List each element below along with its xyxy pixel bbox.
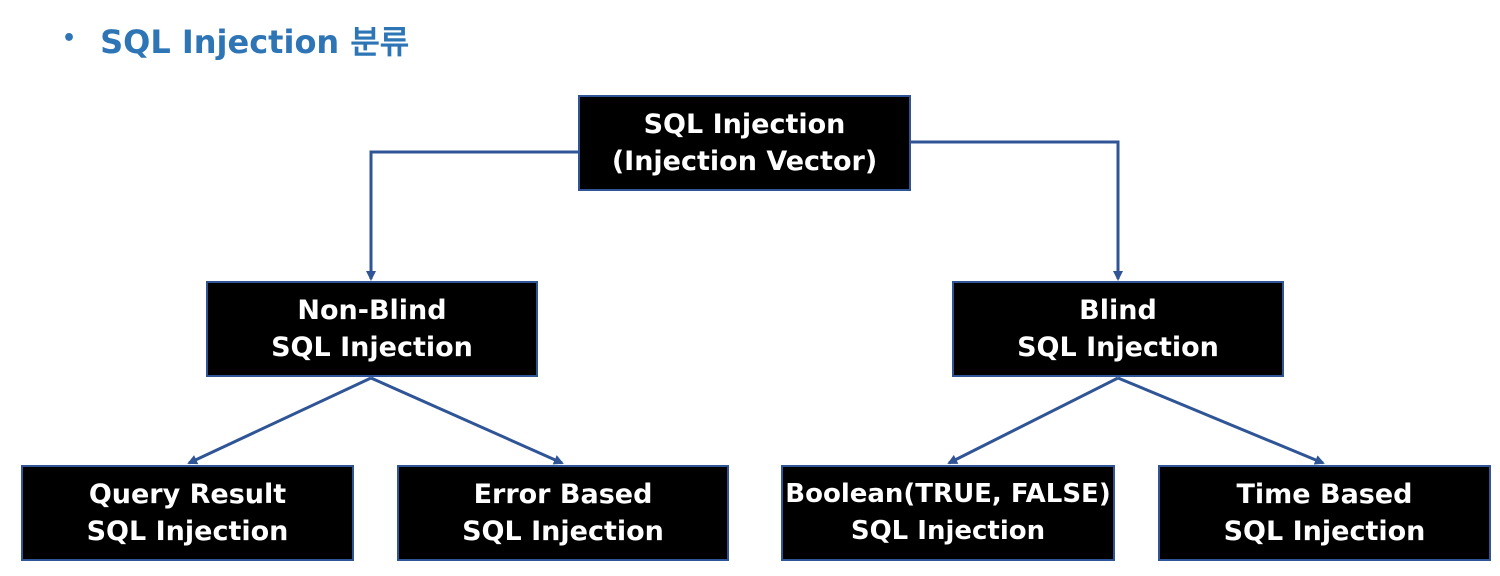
node-time-based: Time Based SQL Injection (1158, 465, 1491, 561)
node-sql-injection-root: SQL Injection (Injection Vector) (578, 95, 911, 191)
edge-blind-to-boolean (947, 376, 1119, 465)
node-label-line1: Non-Blind (297, 295, 447, 326)
node-label-line1: Time Based (1236, 479, 1413, 510)
node-label-line2: SQL Injection (1223, 516, 1426, 547)
node-non-blind: Non-Blind SQL Injection (206, 281, 538, 377)
node-label-line2: SQL Injection (462, 516, 664, 547)
node-label-line2: (Injection Vector) (611, 146, 878, 177)
node-blind: Blind SQL Injection (952, 281, 1284, 377)
node-label-line1: Query Result (88, 479, 287, 510)
node-label-line1: Boolean(TRUE, FALSE) (785, 479, 1111, 509)
edge-blind-to-time-based (1117, 376, 1325, 465)
node-label-line1: Blind (1079, 295, 1157, 326)
edge-non-blind-to-query-result (187, 376, 372, 465)
page-title: SQL Injection 분류 (100, 23, 410, 61)
node-label-line2: SQL Injection (86, 516, 289, 547)
title-bullet: • (62, 25, 77, 51)
edge-root-to-non-blind (366, 150, 578, 281)
node-label-line2: SQL Injection (1017, 332, 1219, 363)
node-label-line2: SQL Injection (850, 516, 1046, 546)
node-boolean: Boolean(TRUE, FALSE) SQL Injection (781, 465, 1115, 561)
node-query-result: Query Result SQL Injection (21, 465, 354, 561)
node-label-line1: SQL Injection (643, 109, 846, 140)
edge-non-blind-to-error-based (370, 376, 564, 465)
edge-root-to-blind (911, 140, 1123, 281)
node-error-based: Error Based SQL Injection (397, 465, 729, 561)
slide-title: • SQL Injection 분류 (62, 18, 409, 62)
node-label-line1: Error Based (473, 479, 653, 510)
node-label-line2: SQL Injection (271, 332, 473, 363)
